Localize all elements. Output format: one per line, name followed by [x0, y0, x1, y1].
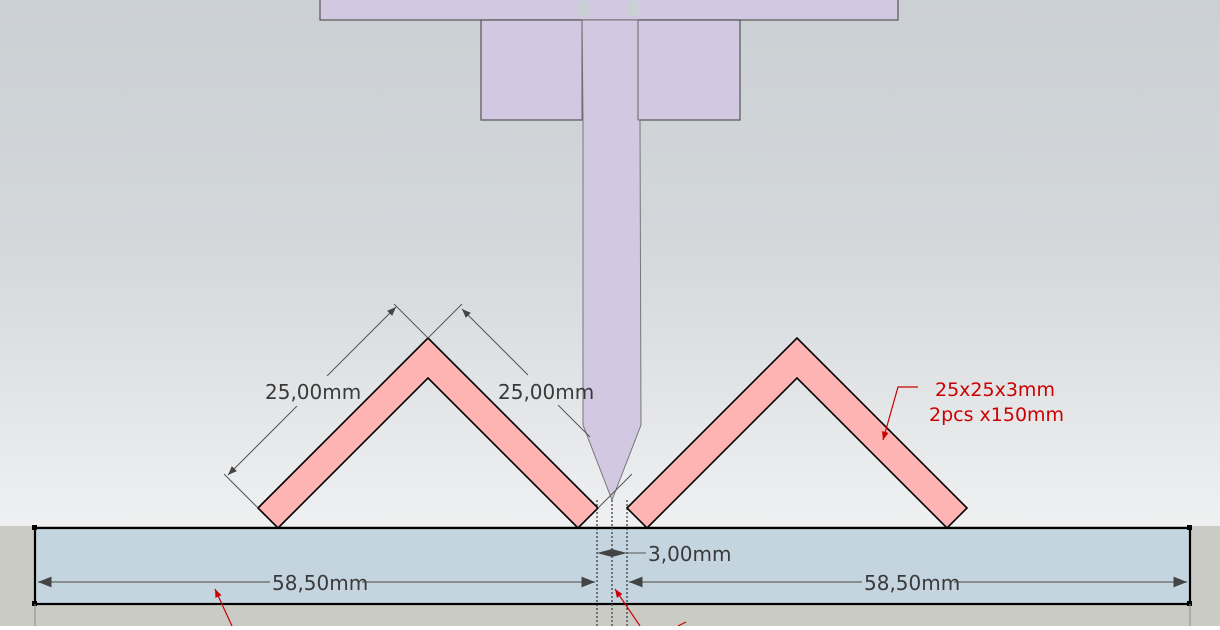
- annotation-line-1: 25x25x3mm: [935, 379, 1055, 401]
- gap-guides: [596, 500, 628, 626]
- dimension-left-leg-b[interactable]: 25,00mm: [427, 303, 633, 509]
- dim-label-left-leg-a: 25,00mm: [265, 380, 361, 404]
- dimension-left-leg-a[interactable]: 25,00mm: [223, 303, 429, 509]
- dim-label-gap: 3,00mm: [648, 542, 732, 566]
- dim-label-left-leg-b: 25,00mm: [498, 380, 594, 404]
- dim-label-die-left: 58,50mm: [272, 571, 368, 595]
- dimension-die-right[interactable]: 58,50mm: [629, 571, 1187, 595]
- offscreen-leaders: [214, 588, 687, 627]
- annotation-line-2: 2pcs x150mm: [929, 404, 1064, 426]
- material-annotation[interactable]: 25x25x3mm 2pcs x150mm: [882, 379, 1064, 441]
- dimension-gap[interactable]: 3,00mm: [597, 542, 732, 566]
- punch[interactable]: [319, 0, 899, 502]
- dim-label-die-right: 58,50mm: [864, 571, 960, 595]
- dimension-die-left[interactable]: 58,50mm: [38, 571, 595, 595]
